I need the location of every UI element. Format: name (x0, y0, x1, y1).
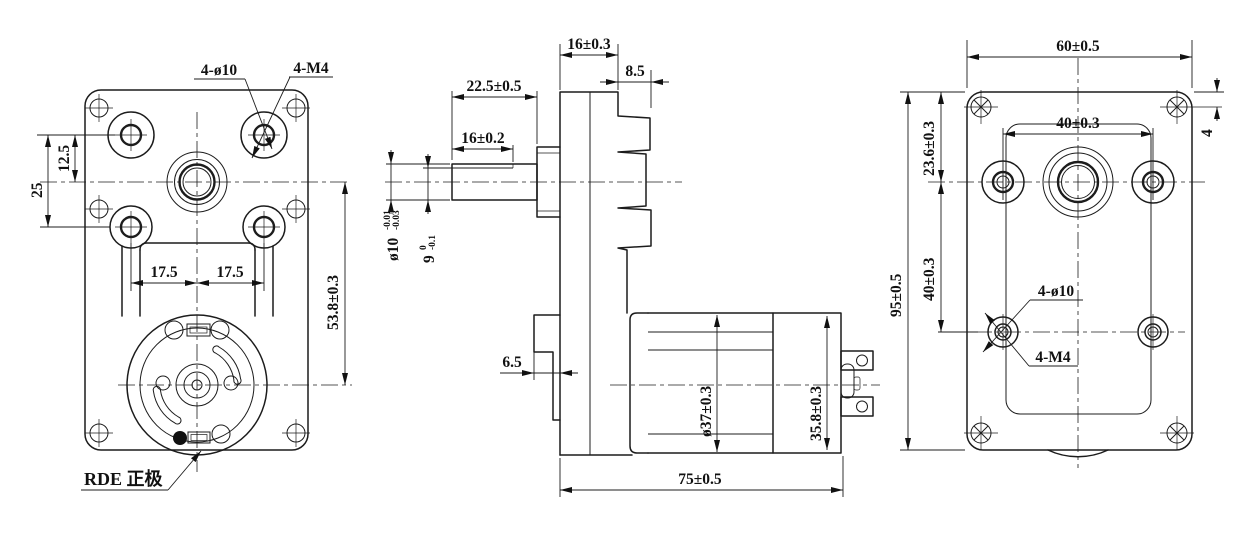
corner-hole (282, 94, 310, 122)
dim-height-label: 95±0.5 (888, 273, 905, 317)
dim-top-to-center-label: 23.6±0.3 (921, 121, 938, 176)
dim-slot-left-label: 17.5 (150, 264, 177, 281)
output-shaft (451, 163, 538, 201)
motor-terminal-bottom (173, 424, 231, 445)
back-dimensions: 60±0.5 4 95±0.5 23.6±0.3 40±0.3 40±0.3 4… (888, 38, 1224, 451)
back-view: 60±0.5 4 95±0.5 23.6±0.3 40±0.3 40±0.3 4… (888, 38, 1224, 468)
mounting-boss (240, 111, 288, 159)
dim-slot-right-label: 17.5 (216, 264, 243, 281)
dim-width-label: 60±0.5 (1056, 38, 1100, 55)
motor-edge-arc (1047, 449, 1109, 458)
corner-screw (1160, 90, 1222, 124)
dim-center-to-hole-label: 40±0.3 (921, 257, 938, 301)
dim-boss-depth-label: 6.5 (502, 354, 522, 371)
motor-end-boss (840, 363, 861, 399)
dim-tab-depth-label: 8.5 (625, 63, 645, 80)
corner-screw (964, 90, 998, 124)
dim-hole-pair-spacing-label: 25 (29, 182, 46, 198)
corner-hole (282, 195, 310, 223)
front-gearbox-plate (84, 89, 310, 451)
mounting-boss (109, 205, 153, 249)
dim-hole-to-center-label: 12.5 (56, 145, 73, 172)
dim-overall-length-label: 75±0.5 (678, 471, 722, 488)
motor-terminal-top (164, 320, 230, 340)
dim-shaft-to-motor-label: 53.8±0.3 (325, 275, 342, 330)
shaft-diameter-callout: ø10 -0.01 -0.03 (383, 210, 402, 261)
mounting-boss (1137, 314, 1169, 350)
front-output-hub (166, 151, 228, 213)
shaft-flat-nominal: 9 (421, 255, 438, 263)
side-gearbox-profile (533, 91, 652, 456)
shaft-diameter-lower-tol: -0.03 (392, 210, 402, 230)
side-view: 16±0.3 8.5 22.5±0.5 16±0.2 ø10 -0 (383, 36, 880, 497)
back-output-hub (1042, 146, 1114, 218)
dim-hole-spacing-label: 40±0.3 (1056, 115, 1100, 132)
front-hole-callout: 4-ø10 (201, 62, 237, 79)
corner-screw (964, 416, 998, 450)
corner-hole (85, 195, 113, 223)
mounting-boss (242, 205, 286, 249)
dim-edge-to-screw-label: 4 (1199, 129, 1216, 137)
side-dimensions: 16±0.3 8.5 22.5±0.5 16±0.2 ø10 -0 (383, 36, 844, 497)
motor-terminal-tab (840, 350, 874, 371)
corner-hole (85, 94, 113, 122)
vent-slot (212, 345, 242, 385)
keyhole-slots (121, 242, 274, 317)
front-centerlines (40, 112, 352, 472)
shaft-diameter-nominal: ø10 (385, 238, 402, 262)
front-thread-callout: 4-M4 (293, 60, 329, 77)
side-motor-body (629, 312, 874, 454)
dim-flat-length-label: 16±0.2 (461, 130, 505, 147)
corner-screw (1160, 416, 1194, 450)
corner-hole (85, 419, 113, 447)
mounting-boss (987, 314, 1019, 350)
dim-shaft-length-label: 22.5±0.5 (466, 78, 521, 95)
corner-hole (282, 419, 310, 447)
back-centerlines (928, 58, 1205, 468)
shaft-flat-callout: 9 0 -0.1 (419, 235, 438, 263)
dim-motor-diameter-label: ø37±0.3 (698, 386, 715, 437)
front-dimensions: 12.5 25 17.5 17.5 53.8±0.3 4-ø10 4-M4 RD… (29, 60, 348, 491)
shaft-diameter-upper-tol: -0.01 (383, 210, 393, 230)
front-view: 12.5 25 17.5 17.5 53.8±0.3 4-ø10 4-M4 RD… (29, 60, 352, 491)
terminal-polarity-label: RDE 正极 (84, 469, 164, 489)
shaft-flat-lower-tol: -0.1 (428, 235, 438, 250)
motor-terminal-tab (840, 396, 874, 417)
side-centerlines (385, 181, 880, 386)
back-thread-callout: 4-M4 (1035, 349, 1071, 366)
vent-slot (152, 385, 182, 425)
dim-cap-diameter-label: 35.8±0.3 (808, 386, 825, 441)
lower-face-boss (533, 314, 561, 421)
shaft-flat-upper-tol: 0 (419, 245, 429, 250)
back-hole-callout: 4-ø10 (1038, 283, 1074, 300)
polarity-dot (173, 431, 187, 445)
dim-gearbox-thickness-label: 16±0.3 (567, 36, 611, 53)
